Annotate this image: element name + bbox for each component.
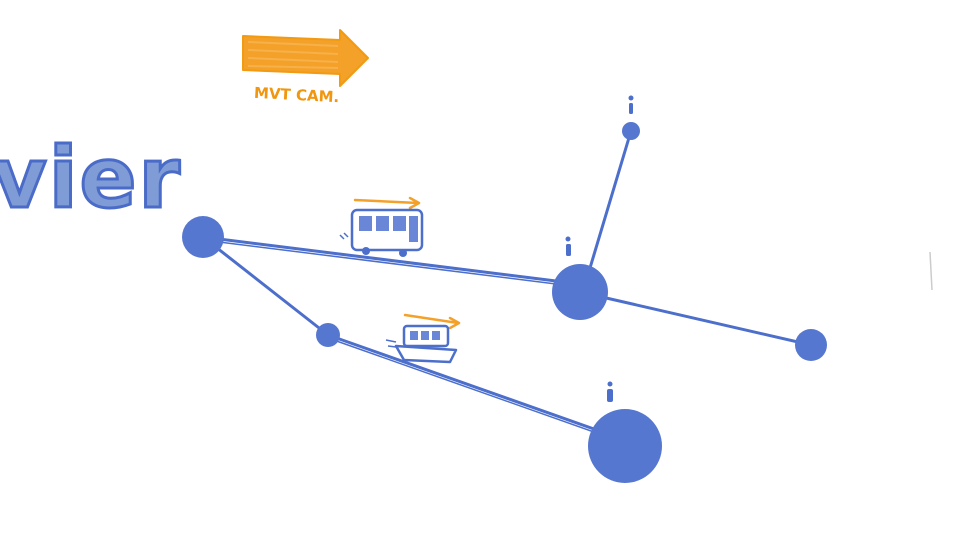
orange-arrow-icon <box>242 29 369 87</box>
station-north <box>622 122 640 140</box>
route-central-north <box>588 129 633 270</box>
station-east <box>795 329 827 361</box>
info-markers <box>565 95 634 402</box>
sketch-word: vier <box>0 129 182 227</box>
info-marker-icon <box>565 236 571 256</box>
route-central-east <box>578 290 813 347</box>
route-junction-south <box>326 333 627 442</box>
route-lines <box>201 129 813 444</box>
edge-mark <box>929 251 933 291</box>
route-west-central <box>201 235 582 286</box>
route-west-junction <box>201 235 330 337</box>
station-junction-small <box>316 323 340 347</box>
station-south <box>588 409 662 483</box>
station-central <box>552 264 608 320</box>
stations <box>182 122 827 483</box>
station-west <box>182 216 224 258</box>
info-marker-icon <box>607 381 613 402</box>
bus-icon <box>339 196 424 257</box>
boat-icon <box>385 313 461 364</box>
info-marker-icon <box>628 95 634 114</box>
